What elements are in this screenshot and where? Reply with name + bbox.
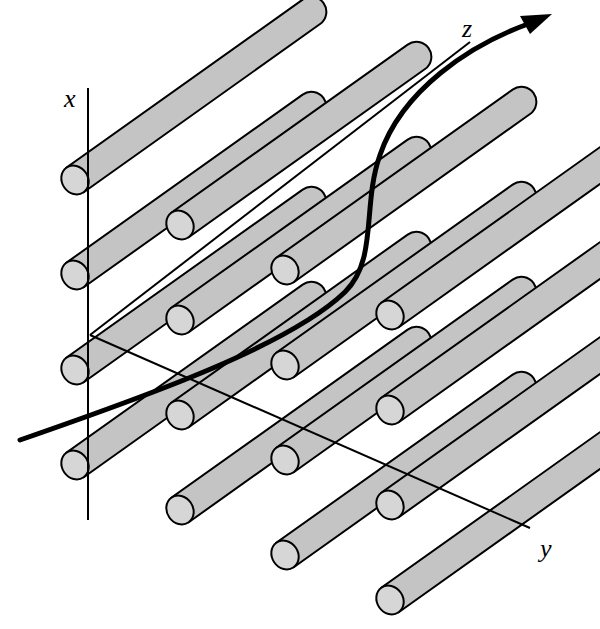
axis-label: x bbox=[64, 86, 76, 112]
rod-end-cap bbox=[371, 580, 410, 619]
rod bbox=[56, 92, 327, 295]
axis-label: z bbox=[462, 16, 472, 42]
rod-body bbox=[381, 417, 600, 612]
x-axis bbox=[87, 88, 89, 520]
rod-end-cap bbox=[371, 295, 410, 334]
rod-end-cap bbox=[161, 490, 200, 529]
y-axis bbox=[90, 335, 530, 528]
rod-end-cap bbox=[266, 440, 305, 479]
axis-label: y bbox=[540, 536, 552, 562]
rod bbox=[161, 327, 432, 530]
particle-path bbox=[20, 24, 528, 440]
rod-end-cap bbox=[266, 250, 305, 289]
rod bbox=[56, 282, 327, 485]
rod-end-cap bbox=[161, 205, 200, 244]
rod-end-cap bbox=[371, 485, 410, 524]
rod bbox=[371, 417, 600, 620]
rod bbox=[161, 137, 432, 340]
rod-end-cap bbox=[266, 535, 305, 574]
rod-end-cap bbox=[266, 345, 305, 384]
rod-end-cap bbox=[161, 300, 200, 339]
rods bbox=[56, 0, 600, 620]
axes-front bbox=[88, 88, 530, 528]
rod bbox=[161, 232, 432, 435]
rod-end-cap bbox=[371, 390, 410, 429]
rod bbox=[56, 187, 327, 390]
path-arrowhead bbox=[520, 14, 552, 34]
rod bbox=[56, 0, 327, 200]
rod-end-cap bbox=[161, 395, 200, 434]
